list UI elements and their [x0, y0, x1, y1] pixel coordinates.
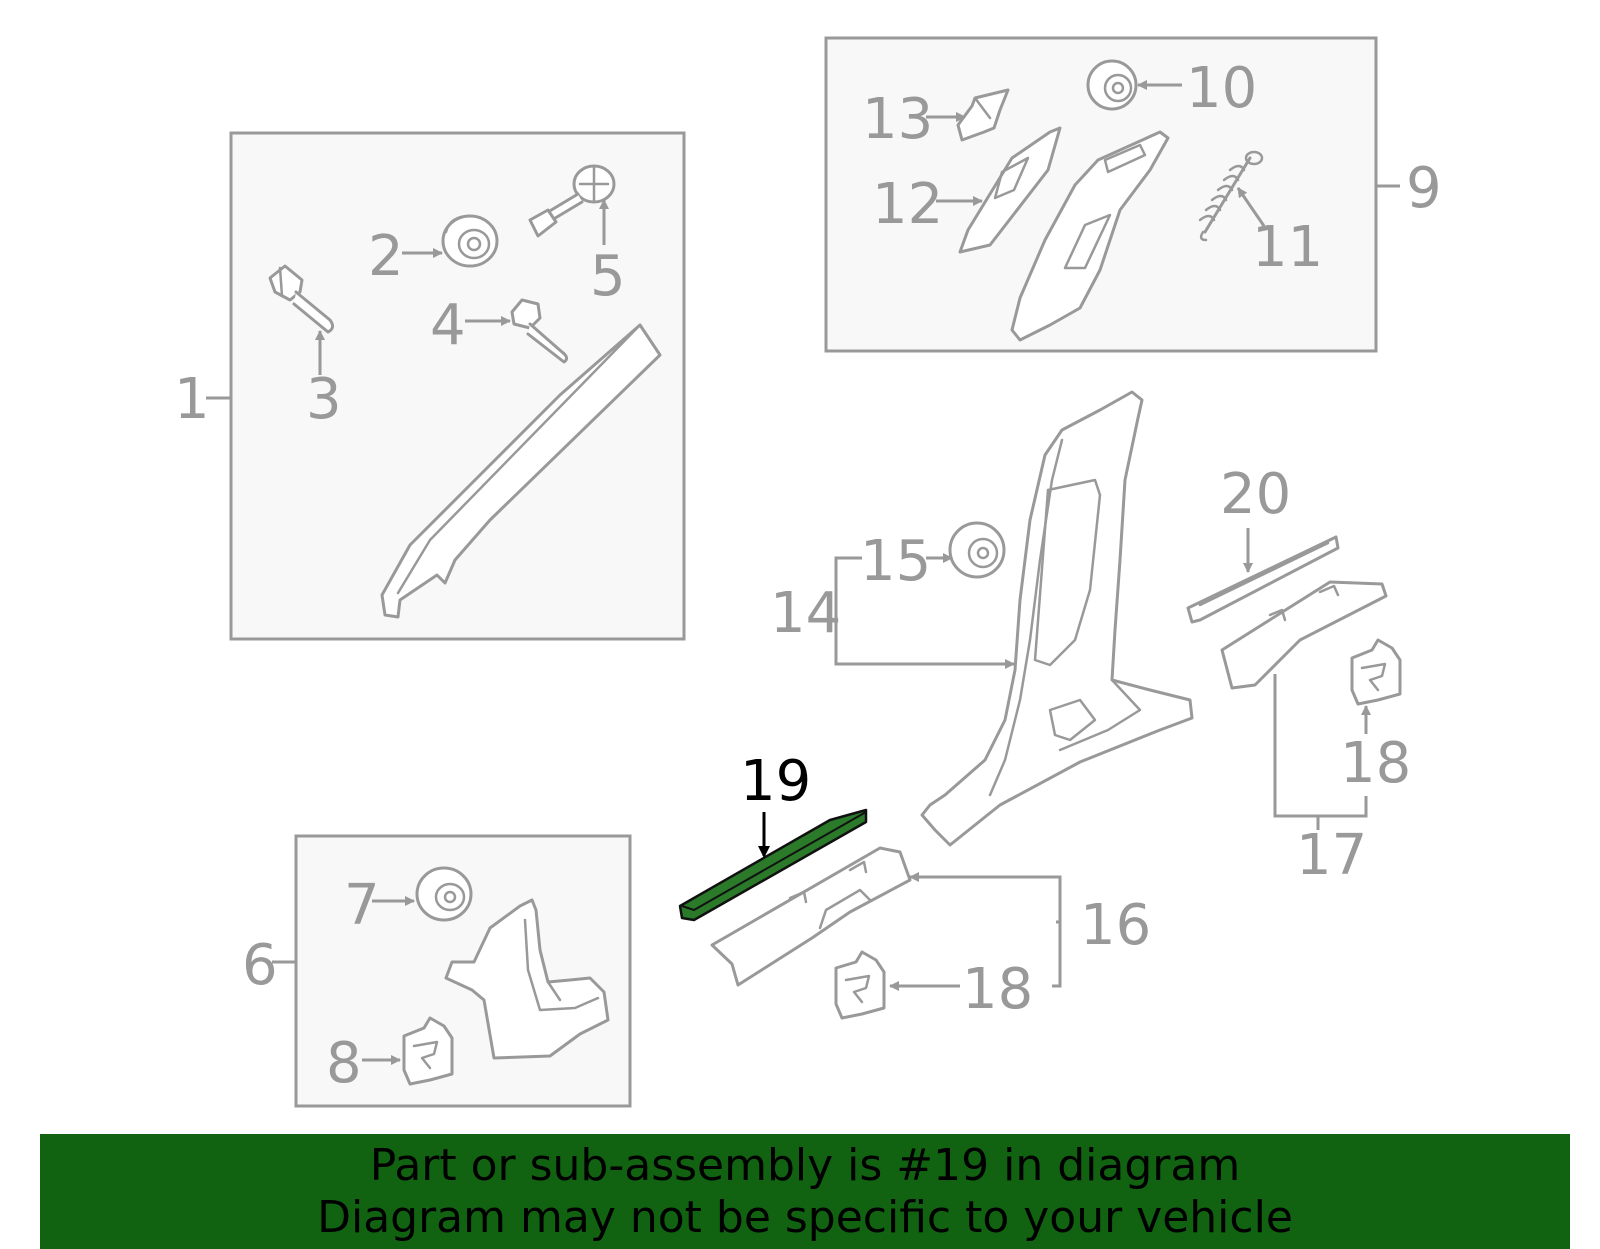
part-8-clip — [402, 1016, 454, 1086]
callout-19: 19 — [740, 749, 811, 814]
part-11-spring — [1198, 150, 1264, 242]
part-19-front-scuff-strip — [678, 808, 868, 922]
callout-7: 7 — [344, 873, 380, 938]
callout-3: 3 — [306, 367, 342, 432]
callout-14: 14 — [770, 581, 841, 646]
part-17-rear-scuff-plate — [1220, 580, 1388, 690]
part-12-trim — [958, 126, 1062, 254]
callout-15: 15 — [860, 529, 931, 594]
part-5-harness-clip — [528, 164, 616, 238]
callout-13: 13 — [862, 87, 933, 152]
callout-18-lower: 18 — [962, 957, 1033, 1022]
callout-12: 12 — [872, 172, 943, 237]
callout-2: 2 — [368, 224, 404, 289]
callout-11: 11 — [1252, 215, 1323, 280]
info-banner: Part or sub-assembly is #19 in diagram D… — [40, 1134, 1570, 1249]
callout-1: 1 — [174, 367, 210, 432]
callout-20: 20 — [1220, 462, 1291, 527]
banner-line-1: Part or sub-assembly is #19 in diagram — [369, 1139, 1241, 1191]
callout-8: 8 — [326, 1031, 362, 1096]
part-15-grommet — [948, 521, 1006, 579]
callout-10: 10 — [1186, 56, 1257, 121]
callout-4: 4 — [430, 293, 466, 358]
callout-17: 17 — [1296, 823, 1367, 888]
part-6-kick-panel — [444, 898, 610, 1060]
part-9-c-pillar-trim — [1010, 130, 1170, 342]
callout-5: 5 — [590, 244, 626, 309]
banner-line-2: Diagram may not be specific to your vehi… — [317, 1191, 1293, 1243]
part-3-clip — [268, 264, 335, 334]
part-10-grommet — [1086, 59, 1138, 111]
part-14-b-pillar-trim — [920, 390, 1194, 847]
part-18-clip-right — [1350, 638, 1402, 706]
part-13-cover — [956, 88, 1010, 142]
callout-6: 6 — [242, 933, 278, 998]
part-1-a-pillar-trim — [380, 323, 662, 619]
part-16-front-scuff-plate — [710, 846, 912, 987]
part-18-clip-lower — [834, 950, 886, 1020]
part-4-screw — [510, 298, 569, 364]
part-20-sill-strip — [1186, 535, 1340, 624]
part-2-grommet — [441, 214, 499, 268]
callout-18-right: 18 — [1340, 731, 1411, 796]
callout-16: 16 — [1080, 893, 1151, 958]
callout-9: 9 — [1406, 156, 1442, 221]
part-7-grommet — [415, 866, 473, 922]
